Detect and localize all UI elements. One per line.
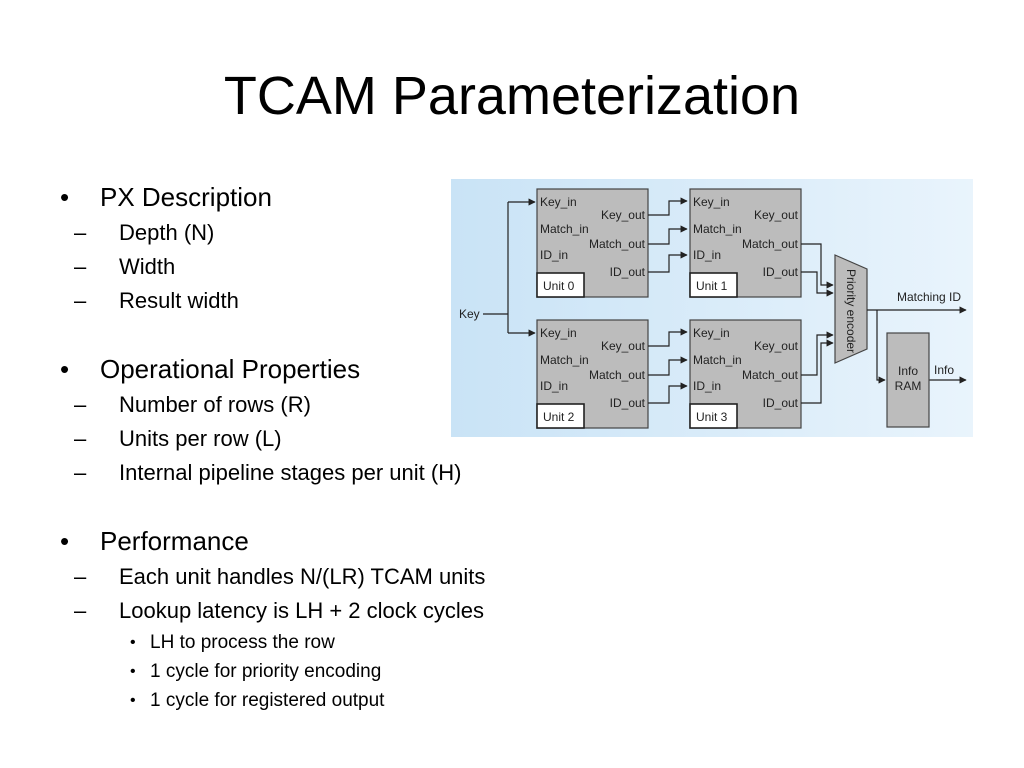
unit-1-key-out: Key_out xyxy=(754,208,799,222)
sub-bullet: Width xyxy=(74,250,620,284)
sub-sub-bullet-text: LH to process the row xyxy=(150,632,335,653)
unit-0-block: Key_in Match_in ID_in Key_out Match_out … xyxy=(536,188,649,298)
bullet-text: Performance xyxy=(100,526,249,556)
sub-sub-bullet: LH to process the row xyxy=(124,628,620,657)
priority-encoder: Priority encoder xyxy=(834,254,868,364)
unit-3-block: Key_in Match_in ID_in Key_out Match_out … xyxy=(689,319,802,429)
unit-0-match-out: Match_out xyxy=(589,237,646,251)
info-ram-line1: Info xyxy=(898,364,918,378)
unit-3-label-box xyxy=(689,403,738,429)
encoder-output-wires xyxy=(867,306,967,384)
unit-1-id-in: ID_in xyxy=(693,248,721,262)
matching-id-label: Matching ID xyxy=(897,290,961,304)
info-ram: Info RAM xyxy=(886,332,930,428)
unit-2-key-out: Key_out xyxy=(601,339,646,353)
info-output-label: Info xyxy=(934,363,954,377)
sub-sub-bullet: 1 cycle for priority encoding xyxy=(124,657,620,686)
unit-2-match-out: Match_out xyxy=(589,368,646,382)
encoder-input-wires xyxy=(801,243,834,404)
bullet-text: PX Description xyxy=(100,182,272,212)
unit-3-match-in: Match_in xyxy=(693,353,742,367)
sub-bullet: Result width xyxy=(74,284,620,318)
unit-3-id-out: ID_out xyxy=(763,396,799,410)
sub-bullet-text: Units per row (L) xyxy=(119,426,282,451)
inter-unit-wires xyxy=(648,197,688,404)
unit-2-label-box xyxy=(536,403,585,429)
unit-0-match-in: Match_in xyxy=(540,222,589,236)
bullet-text: Operational Properties xyxy=(100,354,361,384)
sub-bullet-text: Internal pipeline stages per unit (H) xyxy=(119,460,462,485)
bullet-px-description: PX Description xyxy=(60,178,620,216)
tcam-architecture-diagram: Key Key_in Match_in ID_in Key_out Match_… xyxy=(451,179,973,437)
unit-2-label: Unit 2 xyxy=(543,410,575,424)
unit-0-label: Unit 0 xyxy=(543,279,575,293)
sub-bullet: Depth (N) xyxy=(74,216,620,250)
unit-1-block: Key_in Match_in ID_in Key_out Match_out … xyxy=(689,188,802,298)
sub-bullet: Lookup latency is LH + 2 clock cycles xyxy=(74,594,620,628)
sub-bullet: Units per row (L) xyxy=(74,422,620,456)
key-input-wires xyxy=(483,198,536,337)
unit-1-match-out: Match_out xyxy=(742,237,799,251)
unit-0-id-out: ID_out xyxy=(610,265,646,279)
sub-bullet-text: Width xyxy=(119,254,176,279)
unit-2-match-in: Match_in xyxy=(540,353,589,367)
diagram-svg: Key Key_in Match_in ID_in Key_out Match_… xyxy=(451,179,973,437)
info-ram-line2: RAM xyxy=(895,379,922,393)
unit-3-match-out: Match_out xyxy=(742,368,799,382)
priority-encoder-label: Priority encoder xyxy=(844,269,858,353)
sub-bullet-text: Result width xyxy=(119,288,239,313)
sub-sub-bullet-text: 1 cycle for priority encoding xyxy=(150,661,382,682)
unit-0-key-out: Key_out xyxy=(601,208,646,222)
unit-3-label: Unit 3 xyxy=(696,410,728,424)
unit-2-block: Key_in Match_in ID_in Key_out Match_out … xyxy=(536,319,649,429)
unit-2-key-in: Key_in xyxy=(540,326,577,340)
slide-title: TCAM Parameterization xyxy=(223,66,801,126)
unit-1-label-box xyxy=(689,272,738,298)
sub-sub-bullet: 1 cycle for registered output xyxy=(124,686,620,715)
unit-3-id-in: ID_in xyxy=(693,379,721,393)
sub-bullet-text: Depth (N) xyxy=(119,220,215,245)
bullet-operational-properties: Operational Properties xyxy=(60,350,620,388)
unit-0-label-box xyxy=(536,272,585,298)
unit-1-match-in: Match_in xyxy=(693,222,742,236)
unit-1-id-out: ID_out xyxy=(763,265,799,279)
sub-sub-bullet-text: 1 cycle for registered output xyxy=(150,690,385,711)
key-input-label: Key xyxy=(459,307,480,321)
unit-1-label: Unit 1 xyxy=(696,279,728,293)
bullet-performance: Performance xyxy=(60,522,620,560)
unit-2-id-in: ID_in xyxy=(540,379,568,393)
unit-0-id-in: ID_in xyxy=(540,248,568,262)
sub-bullet-text: Lookup latency is LH + 2 clock cycles xyxy=(119,598,485,623)
unit-3-key-in: Key_in xyxy=(693,326,730,340)
sub-bullet: Each unit handles N/(LR) TCAM units xyxy=(74,560,620,594)
unit-0-key-in: Key_in xyxy=(540,195,577,209)
sub-bullet-text: Each unit handles N/(LR) TCAM units xyxy=(119,564,486,589)
sub-bullet: Internal pipeline stages per unit (H) xyxy=(74,456,620,490)
sub-bullet: Number of rows (R) xyxy=(74,388,620,422)
sub-bullet-text: Number of rows (R) xyxy=(119,392,311,417)
unit-1-key-in: Key_in xyxy=(693,195,730,209)
unit-3-key-out: Key_out xyxy=(754,339,799,353)
bullet-list: PX Description Depth (N) Width Result wi… xyxy=(60,178,620,715)
unit-2-id-out: ID_out xyxy=(610,396,646,410)
